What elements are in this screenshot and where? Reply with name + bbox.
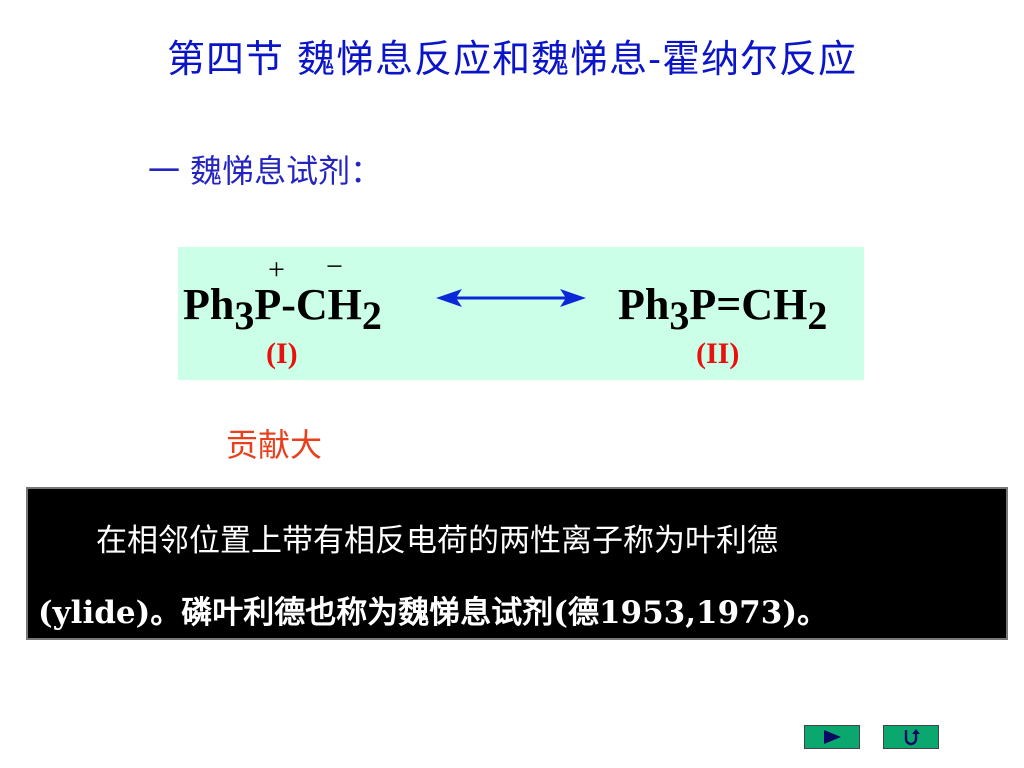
page-title: 第四节 魏悌息反应和魏悌息-霍纳尔反应 <box>167 37 857 81</box>
return-button[interactable] <box>883 725 939 749</box>
ylene-formula: Ph3P=CH2 <box>618 283 827 336</box>
formula-label-i: (I) <box>266 337 298 370</box>
play-right-icon <box>824 730 841 744</box>
formula-subscript: 3 <box>234 293 255 338</box>
resonance-arrow-icon <box>436 289 586 307</box>
formula-prefix: Ph <box>618 280 670 329</box>
next-slide-button[interactable] <box>804 725 860 749</box>
section-heading: 一 魏悌息试剂： <box>148 152 383 190</box>
formula-subscript: 2 <box>361 293 382 338</box>
positive-charge: + <box>268 253 285 286</box>
formula-label-ii: (II) <box>696 337 740 370</box>
return-arrow-icon <box>904 729 920 746</box>
definition-line-2: (ylide)。磷叶利德也称为魏悌息试剂(德1953,1973)。 <box>38 595 828 631</box>
formula-middle: P=CH <box>689 280 808 329</box>
definition-line-1: 在相邻位置上带有相反电荷的两性离子称为叶利德 <box>96 523 778 559</box>
contribution-note: 贡献大 <box>226 426 323 464</box>
formula-subscript: 2 <box>807 293 828 338</box>
definition-box: 在相邻位置上带有相反电荷的两性离子称为叶利德 (ylide)。磷叶利德也称为魏悌… <box>26 487 1008 640</box>
negative-charge: − <box>326 250 343 283</box>
ylide-formula: Ph3P-CH2 <box>183 283 382 336</box>
formula-panel: + − Ph3P-CH2 Ph3P=CH2 (I) (II) <box>178 247 864 380</box>
formula-subscript: 3 <box>669 293 690 338</box>
formula-middle: P-CH <box>254 280 362 329</box>
formula-prefix: Ph <box>183 280 235 329</box>
